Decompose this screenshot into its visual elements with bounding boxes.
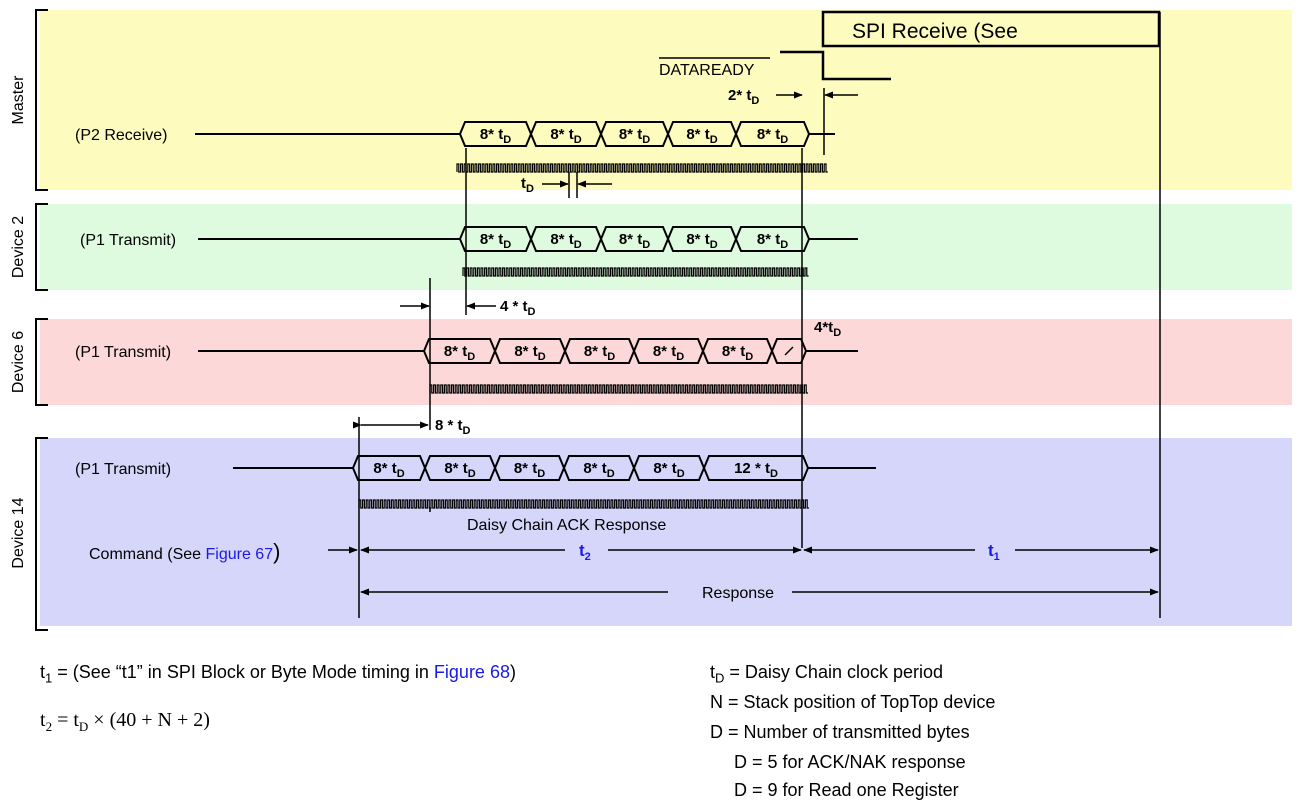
n-definition: N = Stack position of TopTop device [710,692,996,712]
lane-brackets [35,9,48,631]
lane-label-device14: Device 14 [10,497,27,568]
byte-frame-label: 8* tD [584,343,615,363]
clock-pulse-train [358,499,809,509]
response-label: Response [702,585,774,602]
byte-frame [734,226,811,252]
signal-label-device2-p1-transmit: (P1 Transmit) [80,232,176,249]
byte-frame-label: 8* tD [653,460,684,480]
byte-frame-label: 8* tD [480,231,511,251]
byte-frame [734,121,811,147]
command-label: Command (See Figure 67) [89,539,280,564]
byte-frame-label: 8* tD [686,126,717,146]
t2-label: t2 [579,541,591,563]
dataready-signal [780,50,891,81]
lane-label-device2: Device 2 [10,216,27,278]
byte-frame-label: 8* tD [444,460,475,480]
byte-frame [702,455,810,481]
byte-frame-label: 8* tD [550,126,581,146]
clock-pulse-train [429,384,808,394]
spi-receive-box [821,10,1161,48]
byte-frame-label: 8* tD [514,343,545,363]
clock-trains [358,163,828,509]
byte-frame-label: 12 * tD [734,460,778,480]
signal-lines [195,133,876,469]
lane-label-master: Master [10,75,27,125]
dataready-label: DATAREADY [659,62,755,79]
device2-lane-bg [40,204,1292,290]
byte-frame-label: 8* tD [373,460,404,480]
spi-receive-label: SPI Receive (See [852,20,1018,43]
byte-frame-label: 8* tD [653,343,684,363]
byte-frame-label: 8* tD [686,231,717,251]
d-read-note: D = 9 for Read one Register [734,780,959,800]
td-definition: tD = Daisy Chain clock period [710,662,944,686]
signal-label-p2-receive: (P2 Receive) [75,127,167,144]
byte-frame-label: 8* tD [514,460,545,480]
byte-frame-label: 8* tD [722,343,753,363]
td-label: tD [521,175,534,195]
two-td-label: 2* tD [728,87,759,107]
byte-frame [770,338,808,364]
d-definition: D = Number of transmitted bytes [710,722,970,742]
lane-label-device6: Device 6 [10,331,27,393]
eight-td-label: 8 * tD [435,417,471,437]
clock-pulse-train [456,163,828,173]
byte-frame-label: 8* tD [757,126,788,146]
byte-frame-label: 8* tD [619,126,650,146]
byte-frame-label: 8* tD [550,231,581,251]
device14-lane-bg [40,438,1292,626]
four-td-label: 4 * tD [500,298,536,318]
daisy-chain-ack-label: Daisy Chain ACK Response [467,517,666,534]
byte-frame-label: 8* tD [444,343,475,363]
byte-frame-label: 8* tD [757,231,788,251]
t1-label: t1 [988,541,1000,563]
t2-formula: t2 = tD × (40 + N + 2) [40,709,210,734]
byte-frames: 8* tD 8* tD 8* tD 8* tD 8* tD 8* tD 8* tD 8* tD… [351,121,811,481]
signal-label-device6-p1-transmit: (P1 Transmit) [75,344,171,361]
frame-slash [784,346,794,356]
clock-pulse-train [462,267,809,277]
byte-frame-label: 8* tD [583,460,614,480]
signal-label-device14-p1-transmit: (P1 Transmit) [75,461,171,478]
four-td-compact-label: 4*tD [814,319,841,339]
byte-frame-label: 8* tD [480,126,511,146]
byte-frame-label: 8* tD [619,231,650,251]
t1-definition: t1 = (See “t1” in SPI Block or Byte Mode… [40,662,516,686]
reference-lines [358,12,1161,618]
d-ack-note: D = 5 for ACK/NAK response [734,752,966,772]
